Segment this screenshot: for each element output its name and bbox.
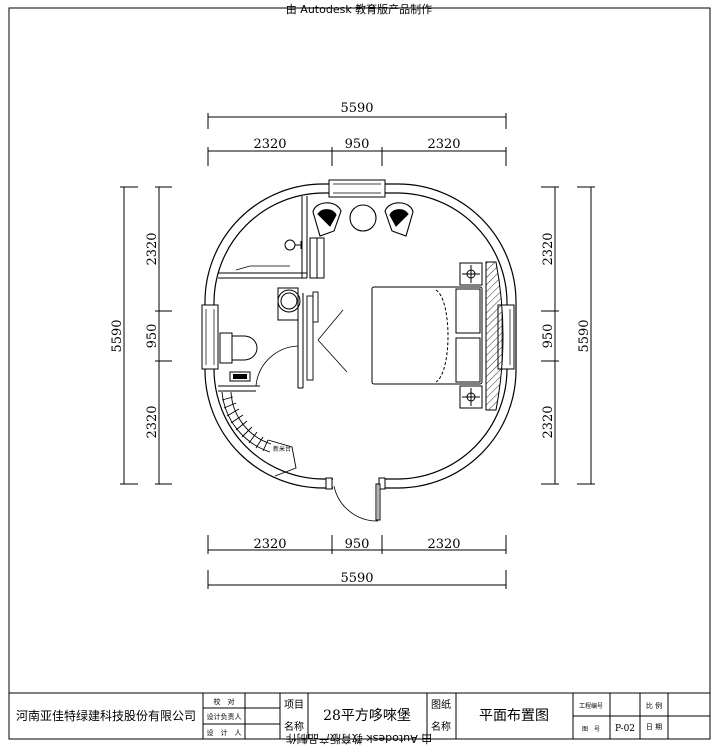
- role-designer: 设 计 人: [207, 728, 242, 737]
- dim-right-seg-1: 2320: [541, 232, 556, 265]
- washbasin: [277, 287, 301, 321]
- toilet: [219, 332, 258, 364]
- dim-top-total: 5590: [340, 101, 373, 116]
- lounge-chair-left: [312, 202, 342, 237]
- bedside-lamp-bottom: [459, 385, 483, 409]
- role-design-lead: 设计负责人: [207, 712, 242, 721]
- project-name: 28平方哆唻堡: [323, 708, 411, 724]
- watermark-top: 由 Autodesk 教育版产品制作: [286, 2, 432, 16]
- lounge-chair-right: [384, 202, 414, 237]
- drawing-label: 图纸: [431, 698, 451, 711]
- headboard-hatch: [485, 261, 504, 411]
- bedside-lamp-top: [459, 262, 483, 286]
- sheet-no: P-02: [615, 724, 635, 734]
- dim-right-total: 5590: [577, 319, 592, 352]
- sheet-no-label: 图 号: [582, 726, 600, 733]
- sliding-door: [306, 291, 319, 381]
- drawing-title: 平面布置图: [479, 708, 549, 724]
- dim-bottom-seg-3: 2320: [427, 537, 460, 552]
- dim-bottom-seg-1: 2320: [253, 537, 286, 552]
- dim-left-total: 5590: [110, 319, 125, 352]
- dim-top-seg-1: 2320: [253, 137, 286, 152]
- sheet-border: [8, 7, 711, 740]
- dim-right-seg-2: 950: [541, 324, 556, 349]
- role-checker: 校 对: [214, 697, 235, 706]
- scale-label: 比 例: [646, 701, 662, 710]
- drawing-name-label: 名称: [431, 720, 451, 733]
- dimension-bottom: [207, 535, 507, 589]
- dim-left-seg-1: 2320: [145, 232, 160, 265]
- round-table: [349, 204, 377, 232]
- dim-bottom-total: 5590: [340, 571, 373, 586]
- title-block: [8, 692, 711, 740]
- washbasin-label: 新米台: [273, 445, 291, 453]
- dim-left-seg-2: 950: [145, 324, 160, 349]
- dim-right-seg-3: 2320: [541, 405, 556, 438]
- spiral-stair: [221, 391, 297, 477]
- dim-left-seg-3: 2320: [145, 405, 160, 438]
- entrance-door: [325, 476, 386, 522]
- dimension-left: [120, 186, 172, 485]
- date-label: 日 期: [646, 723, 662, 731]
- project-label: 项目: [284, 699, 304, 711]
- company-name: 河南亚佳特绿建科技股份有限公司: [16, 708, 196, 723]
- shower-head: [284, 239, 302, 251]
- project-name-label: 名称: [284, 720, 304, 733]
- shower-rack: [309, 237, 325, 279]
- shower-curtain: [235, 265, 290, 271]
- project-no-label: 工程编号: [579, 702, 603, 710]
- dim-top-seg-3: 2320: [427, 137, 460, 152]
- dim-bottom-seg-2: 950: [345, 537, 370, 552]
- top-window: [328, 179, 386, 198]
- closet-door-swing: [317, 309, 348, 373]
- left-window: [201, 304, 219, 370]
- dimension-top: [207, 113, 507, 166]
- bathroom-door-arc: [255, 345, 299, 387]
- double-bed: [371, 286, 483, 385]
- dimension-right: [541, 186, 595, 485]
- dim-top-seg-2: 950: [345, 137, 370, 152]
